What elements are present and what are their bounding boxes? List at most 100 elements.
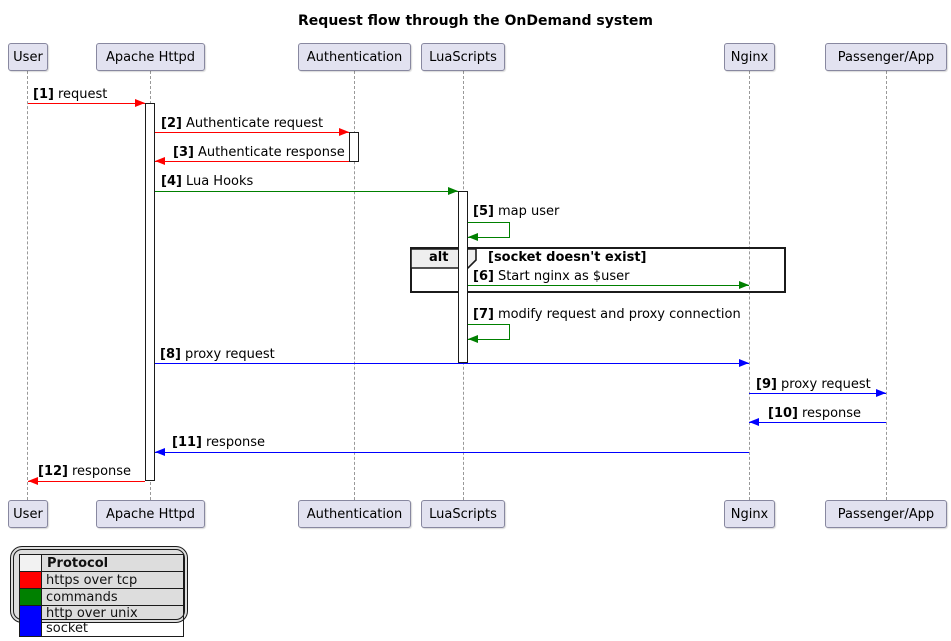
message-9-arrowhead: [876, 389, 886, 397]
activation-authentication: [349, 132, 359, 162]
message-7-label: [7]modify request and proxy connection: [473, 307, 741, 322]
legend-row-label: https over tcp: [41, 571, 184, 589]
message-5-self-loop: [468, 222, 510, 238]
message-number: [7]: [473, 307, 494, 322]
message-6-label: [6]Start nginx as $user: [473, 269, 630, 284]
message-2-arrowhead: [339, 128, 349, 136]
message-text: response: [71, 464, 132, 479]
legend-header-row: Protocol: [19, 554, 184, 572]
message-8-line: [155, 363, 749, 364]
alt-condition-label: [socket doesn't exist]: [488, 250, 647, 265]
message-10-arrowhead: [749, 418, 759, 426]
participant-nginx-top: Nginx: [724, 43, 775, 71]
message-number: [6]: [473, 269, 494, 284]
message-6-arrowhead: [739, 281, 749, 289]
message-text: proxy request: [780, 377, 871, 392]
message-text: Start nginx as $user: [497, 269, 630, 284]
message-text: Authenticate response: [197, 145, 345, 160]
participant-label: Apache Httpd: [105, 506, 196, 522]
legend-swatch-blue: [19, 605, 42, 637]
message-text: proxy request: [184, 347, 275, 362]
message-7-arrowhead: [468, 335, 478, 343]
message-text: modify request and proxy connection: [497, 307, 741, 322]
message-9-label: [9]proxy request: [756, 377, 871, 392]
lifeline-authentication: [354, 71, 355, 500]
message-9-line: [749, 393, 886, 394]
message-text: request: [57, 87, 108, 102]
message-3-line: [155, 161, 349, 162]
legend-row: http over unix socket: [19, 605, 184, 637]
message-12-arrowhead: [28, 477, 38, 485]
participant-label: User: [13, 506, 43, 522]
message-number: [9]: [756, 377, 777, 392]
legend-row-label: commands: [41, 588, 184, 606]
message-text: Authenticate request: [185, 116, 324, 131]
participant-user-bottom: User: [8, 500, 48, 528]
participant-apache-httpd-top: Apache Httpd: [96, 43, 205, 71]
message-10-line: [749, 422, 886, 423]
participant-luascripts-top: LuaScripts: [421, 43, 505, 71]
activation-luascripts: [458, 191, 468, 363]
participant-label: Authentication: [306, 506, 403, 522]
lifeline-user: [27, 71, 28, 500]
message-3-arrowhead: [155, 157, 165, 165]
message-text: Lua Hooks: [185, 174, 254, 189]
participant-label: Passenger/App: [837, 49, 935, 65]
message-number: [2]: [161, 116, 182, 131]
diagram-title: Request flow through the OnDemand system: [298, 13, 653, 29]
participant-luascripts-bottom: LuaScripts: [421, 500, 505, 528]
message-7-self-loop: [468, 324, 510, 340]
message-number: [5]: [473, 204, 494, 219]
message-4-label: [4]Lua Hooks: [161, 174, 253, 189]
message-12-line: [28, 481, 145, 482]
message-8-label: [8]proxy request: [160, 347, 275, 362]
participant-passenger-app-top: Passenger/App: [825, 43, 947, 71]
participant-label: Passenger/App: [837, 506, 935, 522]
message-number: [3]: [173, 145, 194, 160]
message-8-arrowhead: [739, 359, 749, 367]
message-number: [4]: [161, 174, 182, 189]
legend-swatch-green: [19, 588, 42, 606]
message-4-arrowhead: [448, 187, 458, 195]
message-text: response: [205, 435, 266, 450]
message-12-label: [12]response: [38, 464, 131, 479]
message-1-label: [1]request: [33, 87, 107, 102]
participant-authentication-top: Authentication: [298, 43, 411, 71]
message-number: [12]: [38, 464, 68, 479]
participant-label: User: [13, 49, 43, 65]
legend-table: Protocol https over tcp commands http ov…: [19, 554, 184, 637]
participant-authentication-bottom: Authentication: [298, 500, 411, 528]
lifeline-passenger-app: [886, 71, 887, 500]
alt-fragment-box: [410, 247, 786, 293]
participant-label: Apache Httpd: [105, 49, 196, 65]
message-text: map user: [497, 204, 560, 219]
message-1-arrowhead: [135, 99, 145, 107]
message-3-label: [3]Authenticate response: [173, 145, 345, 160]
participant-label: Authentication: [306, 49, 403, 65]
legend-corner-cell: [19, 554, 42, 572]
legend-row: https over tcp: [19, 571, 184, 589]
message-11-label: [11]response: [172, 435, 265, 450]
message-number: [8]: [160, 347, 181, 362]
legend-row-label: http over unix socket: [41, 605, 184, 637]
message-6-line: [468, 285, 749, 286]
message-2-label: [2]Authenticate request: [161, 116, 323, 131]
participant-nginx-bottom: Nginx: [724, 500, 775, 528]
message-number: [11]: [172, 435, 202, 450]
message-text: response: [801, 406, 862, 421]
message-1-line: [28, 103, 145, 104]
alt-operator-label: alt: [429, 250, 449, 265]
activation-apache-httpd: [145, 103, 155, 481]
participant-passenger-app-bottom: Passenger/App: [825, 500, 947, 528]
message-2-line: [155, 132, 349, 133]
message-11-arrowhead: [155, 448, 165, 456]
legend-inner-frame: Protocol https over tcp commands http ov…: [13, 549, 185, 637]
participant-label: LuaScripts: [429, 49, 497, 65]
message-4-line: [155, 191, 458, 192]
message-11-line: [155, 452, 749, 453]
participant-apache-httpd-bottom: Apache Httpd: [96, 500, 205, 528]
message-number: [1]: [33, 87, 54, 102]
legend-swatch-red: [19, 571, 42, 589]
participant-user-top: User: [8, 43, 48, 71]
